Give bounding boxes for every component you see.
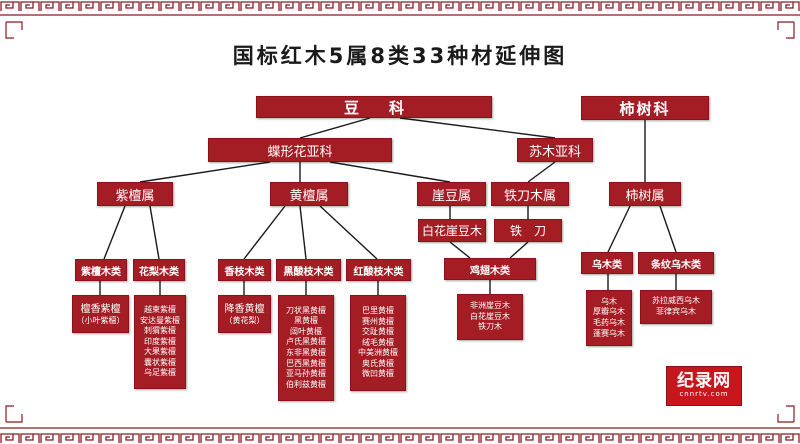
species-item: 白花崖豆木 bbox=[470, 311, 510, 321]
species-item: 中美洲黄檀 bbox=[358, 348, 398, 358]
species-item: 东非黑黄檀 bbox=[286, 348, 326, 357]
category-box-huali: 花梨木类 bbox=[133, 259, 185, 281]
category-box-hongsuanzhi: 红酸枝木类 bbox=[346, 259, 411, 281]
species-item: 奥氏黄檀 bbox=[362, 358, 394, 368]
species-box-tiaowenwumu: 苏拉威西乌木菲律宾乌木 bbox=[640, 290, 712, 324]
connector bbox=[243, 205, 286, 260]
species-item: 巴西黑黄檀 bbox=[286, 358, 326, 368]
species-box-huali: 越柬紫檀安达曼紫檀刺猬紫檀印度紫檀大果紫檀囊状紫檀乌足紫檀 bbox=[134, 295, 186, 389]
connector bbox=[319, 205, 378, 260]
species-item: 降香黄檀 bbox=[224, 303, 265, 315]
connector bbox=[299, 117, 371, 139]
species-item: 安达曼紫檀 bbox=[140, 315, 180, 325]
genus-box-pterocarpus: 紫檀属 bbox=[97, 182, 173, 206]
species-item: 印度紫檀 bbox=[144, 336, 176, 346]
species-item: 卢氏黑黄檀 bbox=[286, 337, 326, 347]
category-box-heisuanzhi: 黑酸枝木类 bbox=[276, 259, 341, 281]
species-box-wumu: 乌木厚瓣乌木毛药乌木蓬赛乌木 bbox=[586, 290, 632, 346]
connector-lines bbox=[99, 117, 677, 295]
connector bbox=[449, 241, 471, 259]
species-item: 菲律宾乌木 bbox=[656, 307, 696, 316]
connector bbox=[329, 161, 451, 183]
species-item: 檀香紫檀 bbox=[80, 303, 121, 315]
species-box-zitan: 檀香紫檀 （小叶紫檀） bbox=[72, 295, 129, 333]
watermark-logo: 纪录网 cnnrtv.com bbox=[666, 366, 742, 406]
species-note: （黄花梨） bbox=[224, 315, 265, 325]
category-box-wumu: 乌木类 bbox=[581, 252, 633, 274]
connector bbox=[139, 161, 271, 183]
category-box-xiangzhi: 香枝木类 bbox=[218, 259, 271, 281]
genus-box-millettia: 崖豆属 bbox=[417, 182, 486, 206]
subfamily-box-caesalpinioideae: 苏木亚科 bbox=[517, 138, 593, 162]
connector bbox=[659, 205, 677, 253]
genus-box-diospyros: 柿树属 bbox=[609, 182, 681, 206]
species-item: 交趾黄檀 bbox=[362, 327, 394, 337]
watermark-url: cnnrtv.com bbox=[679, 390, 729, 399]
connector bbox=[527, 161, 556, 183]
species-item: 苏拉威西乌木 bbox=[652, 296, 700, 306]
right-corner-ornament bbox=[777, 21, 795, 39]
right-bottom-corner-ornament bbox=[777, 405, 795, 423]
category-box-zitan: 紫檀木类 bbox=[75, 259, 127, 281]
sub-box-millettia-leucantha: 白花崖豆木 bbox=[418, 219, 486, 242]
species-note: （小叶紫檀） bbox=[76, 315, 125, 325]
species-item: 阔叶黄檀 bbox=[290, 326, 322, 336]
connector bbox=[299, 205, 307, 260]
species-item: 亚马孙黄檀 bbox=[286, 369, 326, 379]
connector bbox=[149, 205, 160, 260]
category-box-jichi: 鸡翅木类 bbox=[444, 258, 536, 280]
connector bbox=[607, 205, 631, 253]
species-item: 厚瓣乌木 bbox=[593, 307, 625, 317]
family-box-ebenaceae: 柿树科 bbox=[581, 96, 709, 120]
species-item: 铁刀木 bbox=[478, 322, 502, 332]
left-bottom-corner-ornament bbox=[5, 405, 23, 423]
species-item: 乌足紫檀 bbox=[144, 368, 176, 378]
species-box-hongsuanzhi: 巴里黄檀赛州黄檀交趾黄檀绒毛黄檀中美洲黄檀奥氏黄檀微凹黄檀 bbox=[350, 295, 406, 391]
species-item: 刀状黑黄檀 bbox=[286, 305, 326, 315]
connector bbox=[103, 205, 126, 260]
category-box-tiaowenwumu: 条纹乌木类 bbox=[638, 252, 714, 274]
species-item: 绒毛黄檀 bbox=[362, 337, 394, 347]
genus-box-dalbergia: 黄檀属 bbox=[270, 182, 348, 206]
species-item: 微凹黄檀 bbox=[362, 369, 394, 379]
species-item: 囊状紫檀 bbox=[144, 357, 176, 367]
species-box-xiangzhi: 降香黄檀 （黄花梨） bbox=[218, 295, 271, 333]
genus-box-cassia: 铁刀木属 bbox=[491, 182, 569, 206]
top-border-pattern bbox=[0, 1, 800, 13]
species-item: 刺猬紫檀 bbox=[144, 326, 176, 336]
connector bbox=[399, 117, 556, 139]
species-item: 越柬紫檀 bbox=[144, 305, 176, 315]
connector bbox=[509, 241, 529, 259]
page-title: 国标红木5属8类33种材延伸图 bbox=[232, 44, 568, 68]
species-item: 毛药乌木 bbox=[593, 318, 625, 327]
bottom-border-pattern bbox=[0, 431, 800, 443]
species-item: 赛州黄檀 bbox=[362, 316, 394, 326]
species-item: 巴里黄檀 bbox=[362, 306, 394, 316]
left-corner-ornament bbox=[5, 21, 23, 39]
species-box-heisuanzhi: 刀状黑黄檀黑黄檀阔叶黄檀卢氏黑黄檀东非黑黄檀巴西黑黄檀亚马孙黄檀伯利兹黄檀 bbox=[278, 295, 334, 401]
subfamily-box-papilionoideae: 蝶形花亚科 bbox=[208, 138, 392, 162]
species-box-jichi: 非洲崖豆木白花崖豆木铁刀木 bbox=[457, 294, 523, 340]
species-item: 大果紫檀 bbox=[144, 347, 176, 357]
species-item: 非洲崖豆木 bbox=[470, 301, 510, 311]
family-box-legume: 豆 科 bbox=[256, 96, 492, 118]
species-item: 黑黄檀 bbox=[294, 316, 318, 326]
sub-box-cassia-siamea: 铁 刀 bbox=[494, 219, 562, 242]
species-item: 蓬赛乌木 bbox=[593, 328, 625, 338]
species-item: 伯利兹黄檀 bbox=[286, 379, 326, 389]
watermark-text: 纪录网 bbox=[677, 371, 731, 392]
species-item: 乌木 bbox=[601, 296, 617, 306]
